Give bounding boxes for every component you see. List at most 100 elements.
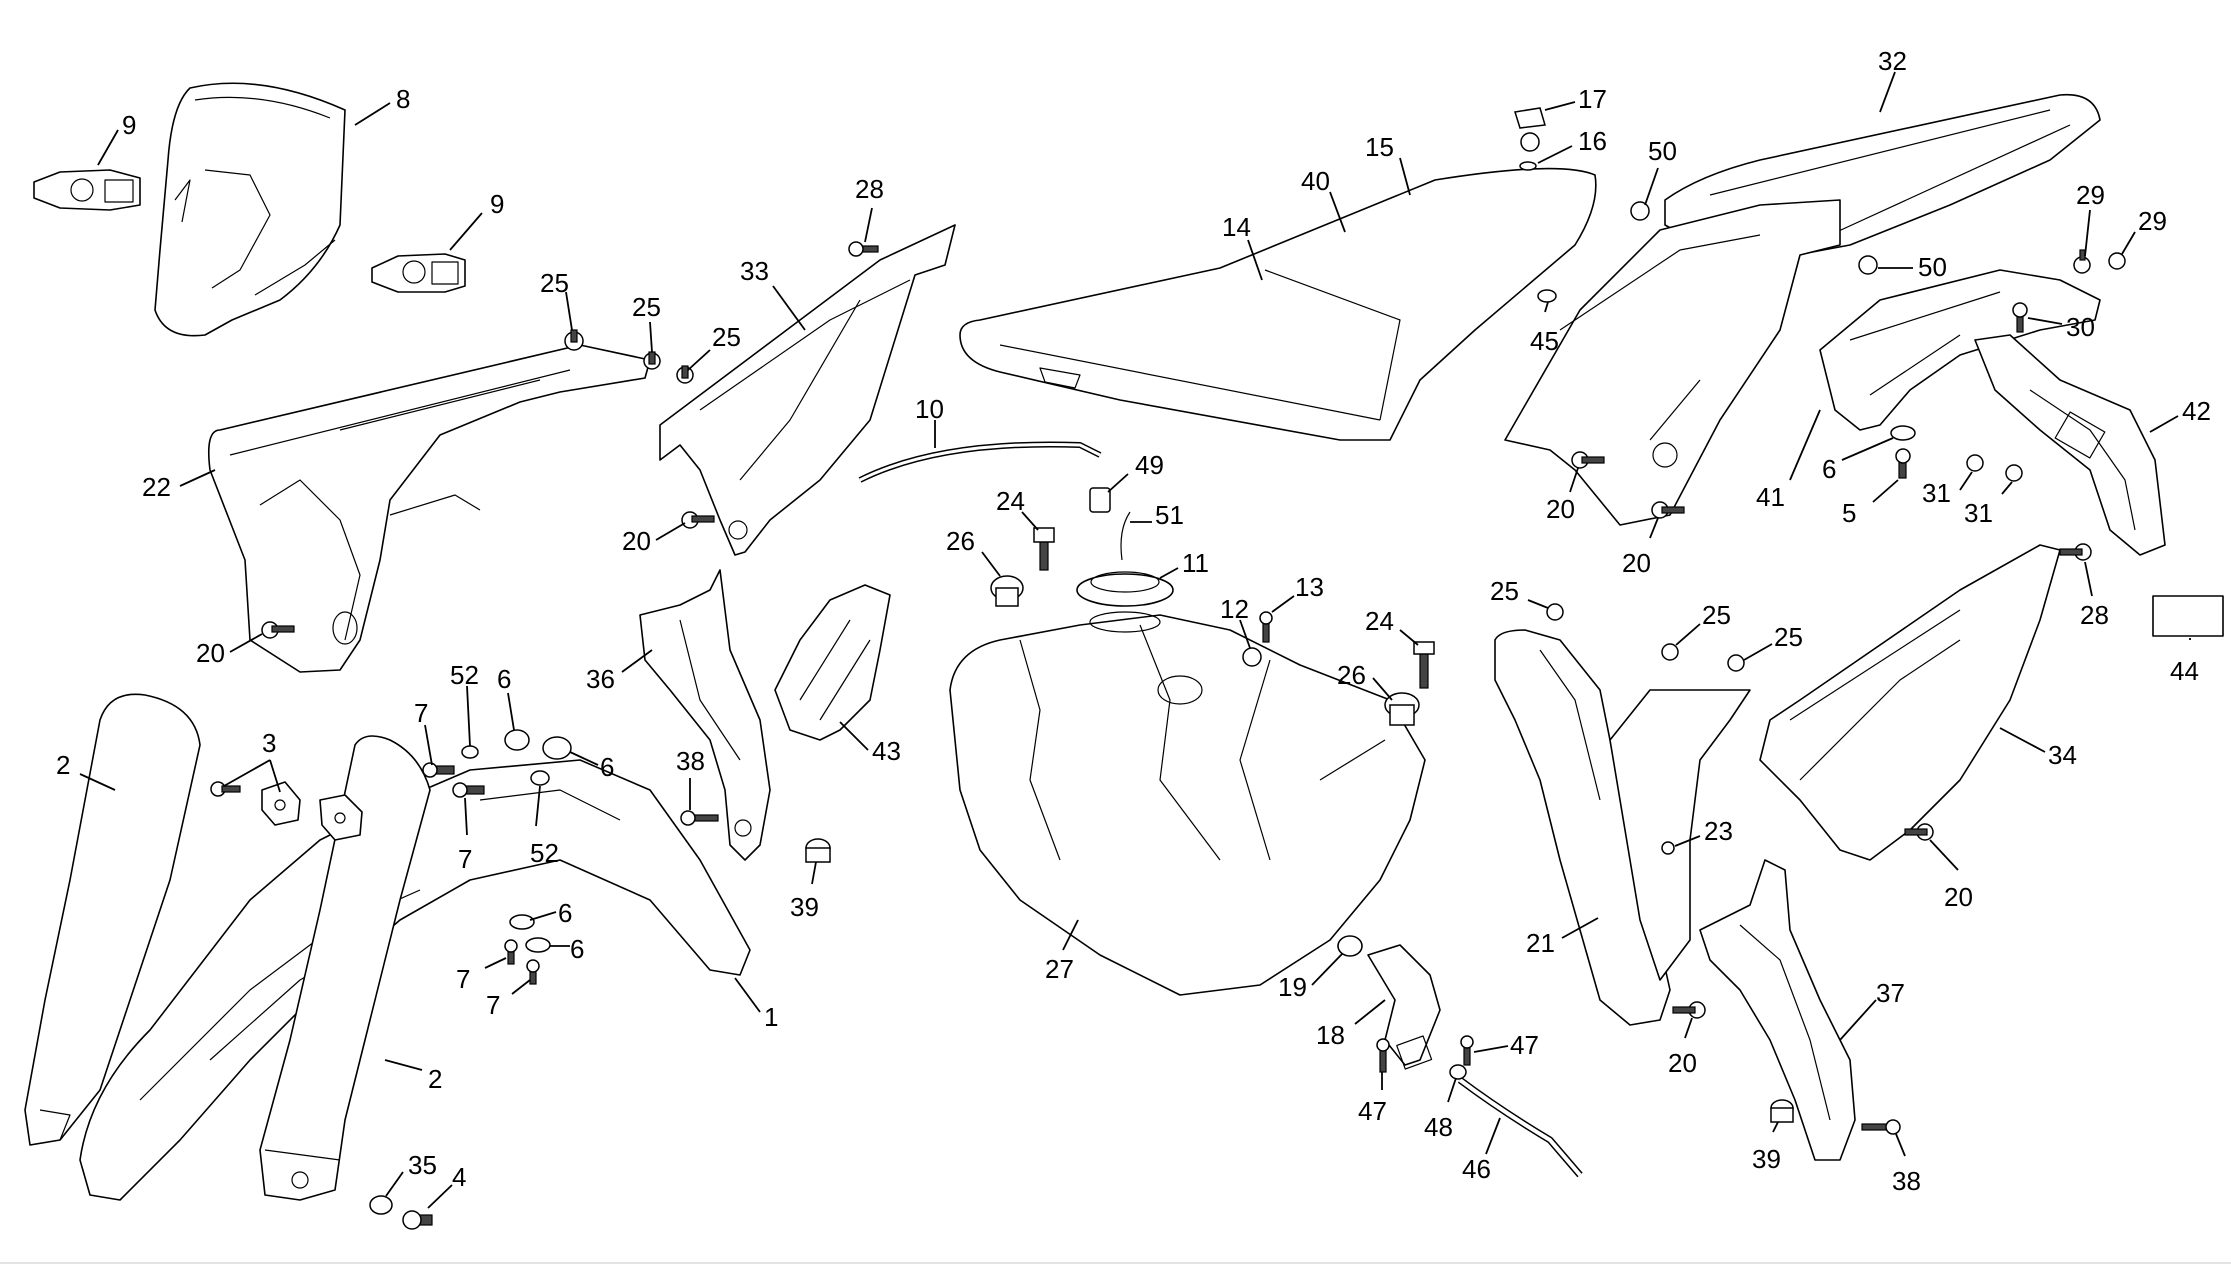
svg-text:44: 44 [2170, 656, 2199, 686]
svg-text:33: 33 [740, 256, 769, 286]
callout-4: 4 [427, 1162, 466, 1209]
svg-text:28: 28 [855, 174, 884, 204]
callout-20-a: 20 [622, 522, 686, 556]
callout-18: 18 [1316, 999, 1386, 1050]
svg-text:24: 24 [1365, 606, 1394, 636]
callout-20-e: 20 [1929, 839, 1973, 912]
callout-7-d: 7 [486, 979, 531, 1020]
callout-25-d: 25 [1490, 576, 1549, 609]
callout-44: 44 [2170, 638, 2199, 686]
svg-text:50: 50 [1648, 136, 1677, 166]
svg-text:25: 25 [1490, 576, 1519, 606]
svg-text:9: 9 [490, 189, 504, 219]
callout-41: 41 [1756, 409, 1821, 512]
svg-text:31: 31 [1922, 478, 1951, 508]
callout-38-left: 38 [676, 746, 705, 810]
svg-text:25: 25 [1702, 600, 1731, 630]
callout-5: 5 [1842, 479, 1899, 528]
callout-20-d: 20 [1622, 517, 1659, 578]
svg-text:25: 25 [712, 322, 741, 352]
callout-26-b: 26 [1337, 660, 1393, 701]
callout-52-b: 52 [530, 785, 559, 868]
part-breather-hose [858, 441, 1102, 483]
part-side-panel-left [659, 224, 956, 556]
svg-text:40: 40 [1301, 166, 1330, 196]
part-clamp-right [371, 253, 466, 293]
svg-text:7: 7 [414, 698, 428, 728]
svg-text:2: 2 [428, 1064, 442, 1094]
svg-text:43: 43 [872, 736, 901, 766]
callout-33: 33 [740, 256, 806, 331]
svg-text:12: 12 [1220, 594, 1249, 624]
callout-15: 15 [1365, 132, 1411, 196]
callout-38-right: 38 [1892, 1133, 1921, 1196]
callout-14: 14 [1222, 212, 1263, 281]
callout-19: 19 [1278, 953, 1343, 1002]
svg-text:30: 30 [2066, 312, 2095, 342]
svg-text:20: 20 [622, 526, 651, 556]
svg-text:52: 52 [530, 838, 559, 868]
svg-text:6: 6 [570, 934, 584, 964]
svg-text:36: 36 [586, 664, 615, 694]
part-frame-guard-left [639, 569, 771, 861]
callout-8: 8 [354, 84, 410, 126]
svg-text:10: 10 [915, 394, 944, 424]
callout-20-f: 20 [1668, 1017, 1697, 1078]
svg-text:25: 25 [540, 268, 569, 298]
svg-text:14: 14 [1222, 212, 1251, 242]
bottom-border [0, 1262, 2231, 1264]
callout-7-b: 7 [458, 797, 472, 874]
callout-24-b: 24 [1365, 606, 1419, 646]
callout-27: 27 [1045, 919, 1079, 984]
part-inner-mudguard [1819, 269, 2101, 431]
svg-text:15: 15 [1365, 132, 1394, 162]
svg-text:47: 47 [1510, 1030, 1539, 1060]
callout-42: 42 [2149, 396, 2211, 433]
svg-text:7: 7 [486, 990, 500, 1020]
callout-39-left: 39 [790, 861, 819, 922]
callout-25-b: 25 [632, 292, 661, 353]
svg-text:47: 47 [1358, 1096, 1387, 1126]
callout-47-b: 47 [1473, 1030, 1539, 1060]
svg-text:13: 13 [1295, 572, 1324, 602]
svg-text:49: 49 [1135, 450, 1164, 480]
svg-text:45: 45 [1530, 326, 1559, 356]
svg-text:52: 52 [450, 660, 479, 690]
part-number-plate [154, 82, 346, 337]
svg-text:48: 48 [1424, 1112, 1453, 1142]
callout-30: 30 [2027, 312, 2095, 342]
callout-36: 36 [586, 649, 653, 694]
callout-28-left: 28 [855, 174, 884, 243]
svg-text:38: 38 [676, 746, 705, 776]
callout-25-c: 25 [687, 322, 741, 371]
callout-32: 32 [1878, 46, 1907, 113]
svg-text:51: 51 [1155, 500, 1184, 530]
callout-52-a: 52 [450, 660, 479, 747]
callout-20-b: 20 [196, 633, 263, 668]
callout-26-a: 26 [946, 526, 1001, 577]
callout-25-a: 25 [540, 268, 573, 331]
callout-10: 10 [915, 394, 944, 448]
svg-text:32: 32 [1878, 46, 1907, 76]
svg-text:21: 21 [1526, 928, 1555, 958]
callout-31-b: 31 [1964, 481, 2013, 528]
svg-text:38: 38 [1892, 1166, 1921, 1196]
callout-16: 16 [1537, 126, 1607, 164]
callout-1: 1 [734, 977, 778, 1032]
callout-45: 45 [1530, 301, 1559, 356]
callout-13: 13 [1271, 572, 1324, 613]
svg-text:22: 22 [142, 472, 171, 502]
callout-51: 51 [1130, 500, 1184, 530]
svg-text:3: 3 [262, 728, 276, 758]
callout-28-right: 28 [2080, 561, 2109, 630]
svg-text:16: 16 [1578, 126, 1607, 156]
svg-text:34: 34 [2048, 740, 2077, 770]
part-side-panel-right [1759, 544, 2061, 861]
svg-text:6: 6 [1822, 454, 1836, 484]
part-brake-line-clamps [261, 781, 363, 841]
svg-text:7: 7 [456, 964, 470, 994]
svg-text:4: 4 [452, 1162, 466, 1192]
part-fuel-tap [1367, 944, 1441, 1070]
svg-text:11: 11 [1182, 548, 1209, 578]
svg-text:50: 50 [1918, 252, 1947, 282]
